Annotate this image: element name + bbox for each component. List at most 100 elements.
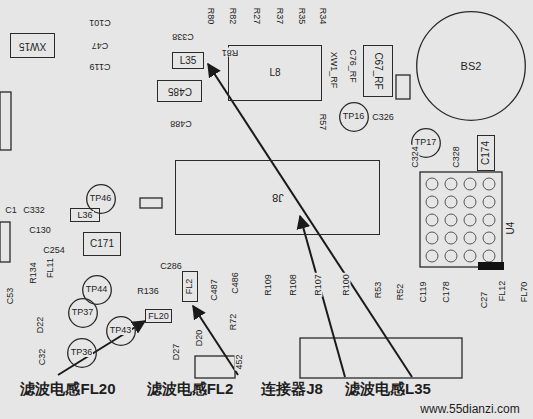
part-designator: R108 xyxy=(289,273,298,297)
part-designator: D22 xyxy=(36,316,45,335)
component-box: C174 xyxy=(477,135,495,171)
part-designator: TP37 xyxy=(71,308,95,317)
component-box: J8 xyxy=(175,160,380,235)
bga-pad xyxy=(464,232,476,244)
part-designator: J8 xyxy=(271,192,285,203)
bga-pad xyxy=(445,196,457,208)
part-designator: L36 xyxy=(76,211,93,220)
part-designator: R72 xyxy=(229,313,238,332)
part-designator: C130 xyxy=(28,226,52,235)
part-designator: C174 xyxy=(481,140,491,166)
component-box: C171 xyxy=(83,232,121,256)
bga-pad xyxy=(464,250,476,262)
leader-arrow xyxy=(208,64,412,377)
part-designator: R53 xyxy=(374,281,383,300)
caption-callout: 滤波电感FL2 xyxy=(146,381,235,396)
part-designator: R34 xyxy=(318,7,327,26)
part-designator: XW1_RF xyxy=(329,51,338,90)
bga-pad xyxy=(445,232,457,244)
part-designator: FL20 xyxy=(147,312,170,321)
part-designator: L8 xyxy=(268,68,281,78)
u4-pads xyxy=(426,178,495,262)
part-designator: TP43 xyxy=(109,326,133,335)
bga-pad xyxy=(445,178,457,190)
part-designator: R136 xyxy=(136,287,160,296)
part-designator: R37 xyxy=(275,7,284,26)
part-designator: D27 xyxy=(172,343,181,362)
bga-pad xyxy=(445,250,457,262)
component-box: L36 xyxy=(70,208,100,222)
part-designator: FL70 xyxy=(520,281,529,304)
part-designator: C119 xyxy=(419,281,428,304)
watermark: www.55dianzi.com xyxy=(419,403,520,415)
part-designator: D20 xyxy=(195,329,204,348)
bga-pad xyxy=(445,214,457,226)
bga-pad xyxy=(464,178,476,190)
bga-pad xyxy=(426,178,438,190)
pad xyxy=(396,75,410,99)
part-designator: C326 xyxy=(371,113,395,122)
bga-pad xyxy=(426,232,438,244)
part-designator: C47 xyxy=(91,41,110,50)
component-outline xyxy=(0,222,10,262)
part-designator: R82 xyxy=(228,7,237,26)
part-designator: C76_RF xyxy=(348,48,357,84)
part-designator: C171 xyxy=(89,239,115,249)
test-point: TP43 xyxy=(106,316,136,346)
bga-pad xyxy=(426,214,438,226)
component-box: L8 xyxy=(228,45,322,101)
part-designator: BS2 xyxy=(460,61,483,72)
part-designator: C324 xyxy=(411,145,420,169)
part-designator: R109 xyxy=(264,273,273,297)
part-designator: FL11 xyxy=(46,257,55,279)
leader-arrow xyxy=(193,306,238,375)
part-designator: C178 xyxy=(442,280,451,304)
test-point: TP44 xyxy=(82,275,112,305)
part-designator: R107 xyxy=(314,273,323,297)
part-designator: 452 xyxy=(235,353,244,370)
bga-pad xyxy=(426,196,438,208)
bga-pad xyxy=(483,232,495,244)
part-designator: C67_RF xyxy=(373,51,383,90)
bga-pad xyxy=(483,250,495,262)
part-designator: C328 xyxy=(452,145,461,169)
component-box: C67_RF xyxy=(363,45,393,97)
part-designator: TP46 xyxy=(89,194,113,203)
bga-pad xyxy=(464,196,476,208)
part-designator: C488 xyxy=(169,119,193,128)
part-designator: L35 xyxy=(179,56,198,66)
bga-pad xyxy=(464,214,476,226)
u4-outline xyxy=(420,172,502,267)
pad xyxy=(140,198,162,208)
part-designator: FL12 xyxy=(498,280,507,303)
part-designator: C27 xyxy=(480,291,489,310)
part-designator: C332 xyxy=(22,206,46,215)
bga-pad xyxy=(483,178,495,190)
part-designator: R27 xyxy=(252,7,261,26)
caption-callout: 连接器J8 xyxy=(260,381,324,396)
component-outline xyxy=(300,338,462,378)
part-designator: R35 xyxy=(297,7,306,26)
part-designator: C487 xyxy=(210,278,219,302)
part-designator: C286 xyxy=(159,262,183,271)
part-designator: TP36 xyxy=(70,348,94,357)
component-box: XW15 xyxy=(10,33,55,58)
part-designator: C32 xyxy=(38,348,47,367)
part-designator: R57 xyxy=(318,113,327,132)
part-designator: TP44 xyxy=(85,285,109,294)
part-designator: TP16 xyxy=(342,112,366,121)
part-designator: C119 xyxy=(89,62,112,71)
part-designator: C338 xyxy=(171,32,195,41)
component-outline xyxy=(0,92,11,150)
leader-arrow xyxy=(58,321,145,375)
part-designator: C486 xyxy=(231,271,240,295)
part-designator: R100 xyxy=(342,273,351,297)
component-box: FL2 xyxy=(182,271,198,302)
test-point: TP16 xyxy=(339,102,369,132)
bga-pad xyxy=(426,250,438,262)
part-designator: R81 xyxy=(221,48,240,57)
caption-callout: 滤波电感FL20 xyxy=(19,381,116,396)
bga-pad xyxy=(483,196,495,208)
part-designator: R52 xyxy=(396,283,405,302)
part-designator: XW15 xyxy=(18,41,47,51)
